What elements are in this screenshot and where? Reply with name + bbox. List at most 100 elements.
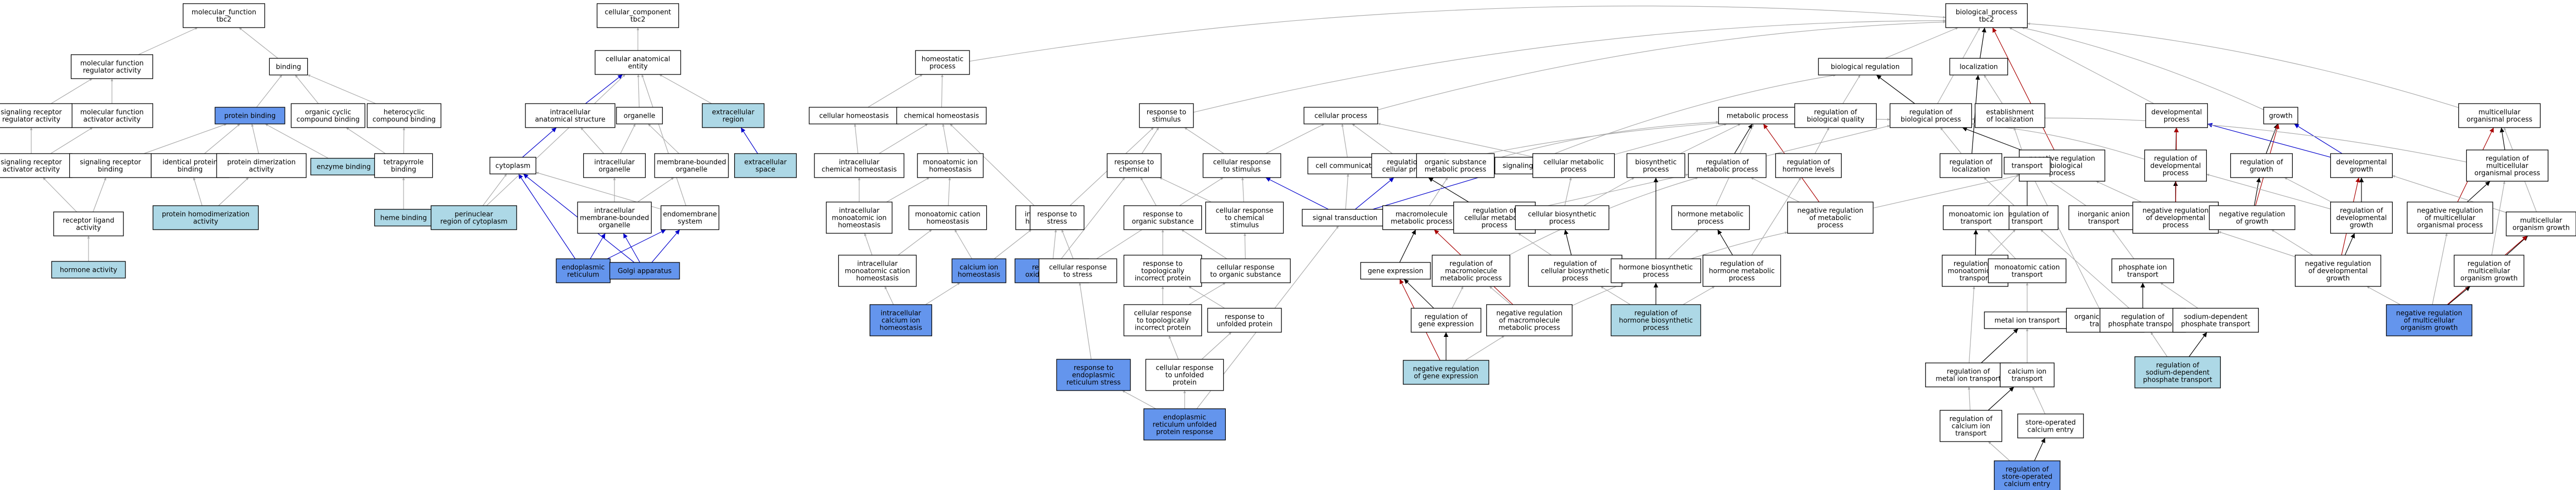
go-term-label-monocattr-1: transport xyxy=(2012,271,2043,279)
go-term-box-cellresptopo xyxy=(1123,304,1202,336)
go-term-box-regdevproc xyxy=(2144,149,2207,182)
go-term-label-regcaiontr-0: regulation of xyxy=(1950,416,1993,423)
edge-cellrespstress-to-respstress xyxy=(1061,229,1074,259)
go-term-box-macromet xyxy=(1382,205,1461,230)
go-term-label-sodphos-0: sodium-dependent xyxy=(2184,313,2248,321)
edge-regmet-to-regbioproc xyxy=(1766,125,1890,157)
go-term-box-regsodphos xyxy=(2134,356,2221,388)
go-term-box-hormmet xyxy=(1671,205,1750,230)
go-term-label-devgrowth-1: growth xyxy=(2349,166,2373,174)
edge-tetra-to-occb xyxy=(346,127,386,154)
go-term-box-biosyn xyxy=(1626,153,1686,178)
go-term-box-mfra xyxy=(70,54,154,79)
go-term-label-enzb-0: enzyme binding xyxy=(317,164,371,171)
go-term-label-reghormlev-0: regulation of xyxy=(1787,159,1830,167)
go-term-label-reghormbiosyn-0: regulation of xyxy=(1635,310,1678,318)
go-term-label-upr-2: protein response xyxy=(1156,429,1213,436)
go-term-golgi: Golgi apparatus xyxy=(609,262,680,280)
go-term-label-sraa-1: activator activity xyxy=(3,166,60,174)
edge-extspace-to-extreg xyxy=(740,127,758,154)
go-term-label-reggeneexp-0: regulation of xyxy=(1425,313,1468,321)
edge-negregmultigrowth-to-regmultigrowth xyxy=(2447,286,2471,305)
go-term-box-phostr xyxy=(2111,258,2175,283)
edge-negregmet-to-regmet xyxy=(1751,177,1800,203)
go-term-label-regsodphos-2: phosphate transport xyxy=(2143,376,2213,384)
go-term-label-monoiontr-0: monoatomic ion xyxy=(1949,211,2003,219)
go-term-box-regcellbiosyn xyxy=(1528,255,1623,287)
go-term-box-monoiontr xyxy=(1943,205,2009,230)
go-term-box-growth xyxy=(2263,107,2298,124)
go-term-label-negregmultiorg-0: negative regulation xyxy=(2417,207,2483,215)
go-term-label-iccaion-2: homeostasis xyxy=(879,324,922,332)
go-term-sigtrans: signal transduction xyxy=(1302,209,1388,227)
edge-golgi-to-endosys xyxy=(651,229,680,263)
edge-sodphos-to-phostr xyxy=(2160,282,2198,309)
go-term-box-bioreg xyxy=(1818,58,1913,76)
edge-cellhomeo-to-homeo xyxy=(868,74,923,108)
go-term-label-srb-1: binding xyxy=(98,166,123,174)
go-term-label-mfaa-0: molecular function xyxy=(80,109,144,117)
go-term-label-reggeneexp-1: gene expression xyxy=(1418,321,1474,329)
go-term-box-regmet xyxy=(1688,153,1767,178)
go-term-label-regcellmet-1: cellular metabolic xyxy=(1464,215,1525,222)
edge-soce-to-caiontr xyxy=(2032,386,2045,414)
go-term-label-reghormbiosyn-2: process xyxy=(1643,324,1669,332)
go-term-label-geneexp-0: gene expression xyxy=(1368,268,1424,275)
go-term-label-negregbio-2: process xyxy=(2049,170,2075,178)
go-term-label-mbo-0: membrane-bounded xyxy=(657,159,726,167)
edge-regtransport-to-reglocal xyxy=(1983,177,2015,206)
go-term-label-iccaion-0: intracellular xyxy=(881,310,921,318)
go-term-box-regmultigrowth xyxy=(2454,255,2524,287)
go-term-label-pdact-0: protein dimerization xyxy=(227,159,296,167)
go-term-box-cellresporg xyxy=(1200,258,1291,283)
go-term-label-regmetaliontr-1: metal ion transport xyxy=(1936,375,2001,383)
go-term-box-cellmet xyxy=(1532,153,1615,178)
go-term-label-hccb-1: compound binding xyxy=(372,116,435,124)
go-term-label-srra-1: regulator activity xyxy=(2,116,60,124)
edge-hccb-to-binding xyxy=(307,74,376,104)
go-term-protbind: protein binding xyxy=(215,107,285,124)
go-term-label-extreg-1: region xyxy=(722,116,744,124)
edge-regsoce-to-soce xyxy=(2034,437,2045,461)
go-term-box-organelle xyxy=(616,107,663,124)
go-term-label-negregdevgrowth-1: of developmental xyxy=(2308,268,2368,275)
go-term-label-icmonoion-1: monoatomic ion xyxy=(832,215,886,222)
go-term-box-protbind xyxy=(215,107,285,124)
go-term-label-cellresptopo-1: to topologically xyxy=(1137,317,1189,325)
go-term-box-negregmacro xyxy=(1486,304,1573,336)
edge-signaling-to-bioreg xyxy=(1540,74,1836,159)
go-term-label-negregmacro-1: of macromolecule xyxy=(1499,317,1560,325)
go-term-label-reglocal-0: regulation of xyxy=(1950,159,1993,167)
go-term-metproc: metabolic process xyxy=(1718,107,1797,124)
edge-regdevgrowth-to-regdevproc xyxy=(2206,173,2331,209)
go-term-label-respstress-1: stress xyxy=(1047,218,1067,226)
go-term-label-perinuc-0: perinuclear xyxy=(455,211,493,219)
go-term-label-regdevproc-0: regulation of xyxy=(2154,155,2197,163)
go-term-label-ias-0: intracellular xyxy=(550,109,590,117)
go-term-box-hccb xyxy=(367,103,442,128)
edge-negregmet-to-negregbio xyxy=(1873,174,2019,209)
go-term-label-growth-0: growth xyxy=(2269,112,2292,120)
go-term-box-cyto xyxy=(489,157,536,174)
go-term-transport: transport xyxy=(2004,157,2051,174)
go-term-cellhomeo: cellular homeostasis xyxy=(809,107,899,124)
go-term-cellproc: cellular process xyxy=(1303,107,1378,124)
edge-cellrespunf-to-cellresptopo xyxy=(1168,335,1179,360)
edge-phda-to-idpb xyxy=(193,177,203,206)
go-term-label-multigrowth-0: multicellular xyxy=(2520,217,2562,225)
go-term-box-heme xyxy=(374,209,433,227)
go-term-label-mfra-0: molecular function xyxy=(80,60,144,68)
